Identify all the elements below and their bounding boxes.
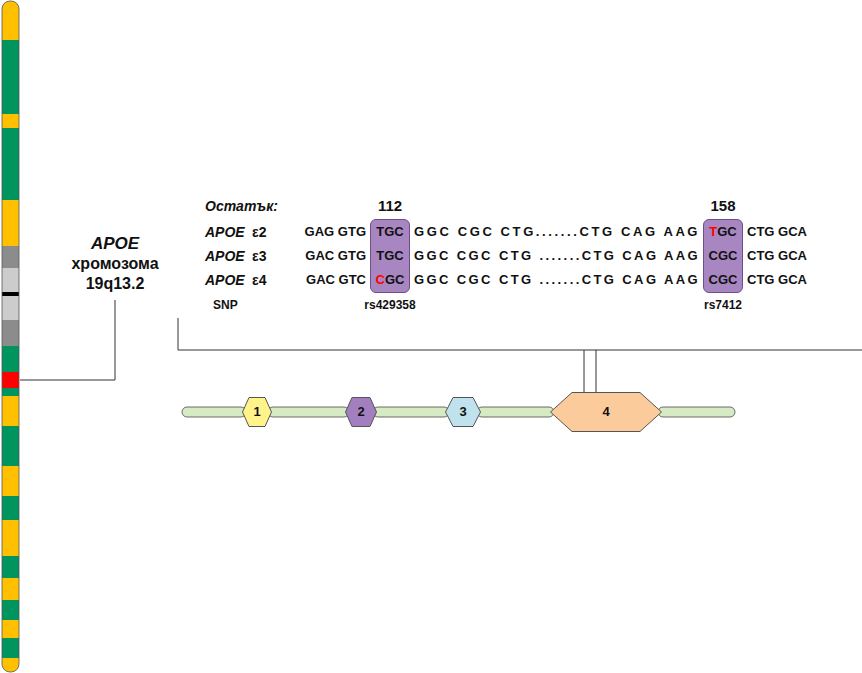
exon: 3 xyxy=(445,397,481,427)
exon-outline xyxy=(551,393,662,432)
exon-outline xyxy=(243,398,272,427)
chromosome-band xyxy=(2,346,19,372)
codon-text: C xyxy=(376,272,385,287)
chromosome-band xyxy=(2,320,19,346)
allele-label: ε2 xyxy=(252,220,266,244)
codon-text: GC xyxy=(717,224,737,239)
codon-text: TGC xyxy=(376,248,403,263)
chromosome-band xyxy=(2,296,19,320)
sequence-text: CTG GCA xyxy=(747,220,807,244)
chromosome-band xyxy=(2,40,19,114)
exon-number: 1 xyxy=(253,404,260,420)
snp-id: rs7412 xyxy=(704,296,742,314)
chromosome-band xyxy=(2,426,19,466)
sequence-text: CTG GCA xyxy=(747,268,807,292)
chromosome-band xyxy=(2,578,19,600)
sequence-text: GAC GTG xyxy=(305,244,366,268)
sequence-text: CTG GCA xyxy=(747,244,807,268)
chromosome-band xyxy=(2,620,19,638)
chromosome-band xyxy=(2,496,19,520)
exon-number: 3 xyxy=(459,404,466,420)
chromosome-ideogram xyxy=(2,1,19,672)
sequence-text: GAG GTG xyxy=(305,220,366,244)
codon-text: CGC xyxy=(709,248,738,263)
exon-pointer xyxy=(584,350,585,393)
locus-label: 19q13.2 xyxy=(86,274,145,294)
codon-row: CGC xyxy=(704,244,742,268)
intron xyxy=(182,407,246,417)
snp-label: SNP xyxy=(213,296,238,314)
codon-row: TGC xyxy=(371,244,409,268)
gene-bracket xyxy=(178,318,862,350)
chromosome-band xyxy=(2,268,19,292)
intron xyxy=(658,407,735,417)
codon-highlight: TGC TGC CGC xyxy=(370,219,410,293)
exon: 4 xyxy=(550,392,662,432)
exon: 1 xyxy=(242,397,272,427)
codon-highlight: TGC CGC CGC xyxy=(703,219,743,293)
chromosome-label: хромозома xyxy=(71,254,158,274)
residue-number: 158 xyxy=(710,196,735,216)
intron xyxy=(268,407,349,417)
chromosome-band xyxy=(2,114,19,128)
sequence-text: GGC CGC CTG.......CTG CAG AAG xyxy=(414,220,700,244)
chromosome-band xyxy=(2,556,19,578)
centromere xyxy=(2,292,19,296)
chromosome-band xyxy=(2,1,19,40)
chromosome-band xyxy=(2,200,19,246)
allele-label: ε3 xyxy=(252,244,266,268)
exon-label-holder: 3 xyxy=(445,397,481,427)
chromosome-band xyxy=(2,600,19,620)
residue-number: 112 xyxy=(378,196,402,216)
gene-name: APOE xyxy=(91,234,139,254)
chromosome-band xyxy=(2,396,19,426)
chromosome-outline xyxy=(2,1,19,672)
apoe-band xyxy=(2,372,19,388)
leader-line xyxy=(20,300,115,380)
sequence-text: GGC CGC CTG .......CTG CAG AAG xyxy=(414,268,700,292)
codon-row: TGC xyxy=(371,220,409,244)
codon-text: GC xyxy=(385,272,405,287)
exon-label-holder: 1 xyxy=(242,397,272,427)
sequence-text: GAC GTC xyxy=(306,268,366,292)
intron xyxy=(477,407,554,417)
intron xyxy=(373,407,449,417)
sequence-text: GGC CGC CTG .......CTG CAG AAG xyxy=(414,244,700,268)
gene-name: APOE xyxy=(205,244,245,268)
gene-name: APOE xyxy=(205,220,245,244)
exon-outline xyxy=(446,398,481,427)
codon-text: CGC xyxy=(709,272,738,287)
chromosome-band xyxy=(2,128,19,200)
chromosome-band xyxy=(2,466,19,496)
codon-row: TGC xyxy=(704,220,742,244)
exon: 2 xyxy=(345,397,377,427)
codon-row: CGC xyxy=(371,268,409,292)
gene-name: APOE xyxy=(205,268,245,292)
chromosome-band xyxy=(2,246,19,268)
residue-heading: Остатък: xyxy=(205,196,278,216)
codon-row: CGC xyxy=(704,268,742,292)
exon-label-holder: 2 xyxy=(345,397,377,427)
snp-id: rs429358 xyxy=(364,296,415,314)
chromosome-band xyxy=(2,388,19,396)
chromosome-band xyxy=(2,520,19,556)
exon-pointer xyxy=(596,350,597,393)
exon-label-holder: 4 xyxy=(550,392,662,432)
allele-label: ε4 xyxy=(252,268,266,292)
exon-number: 4 xyxy=(602,404,609,420)
exon-outline xyxy=(346,398,377,427)
exon-number: 2 xyxy=(357,404,364,420)
chromosome-band xyxy=(2,638,19,658)
codon-text: T xyxy=(709,224,717,239)
codon-text: TGC xyxy=(376,224,403,239)
